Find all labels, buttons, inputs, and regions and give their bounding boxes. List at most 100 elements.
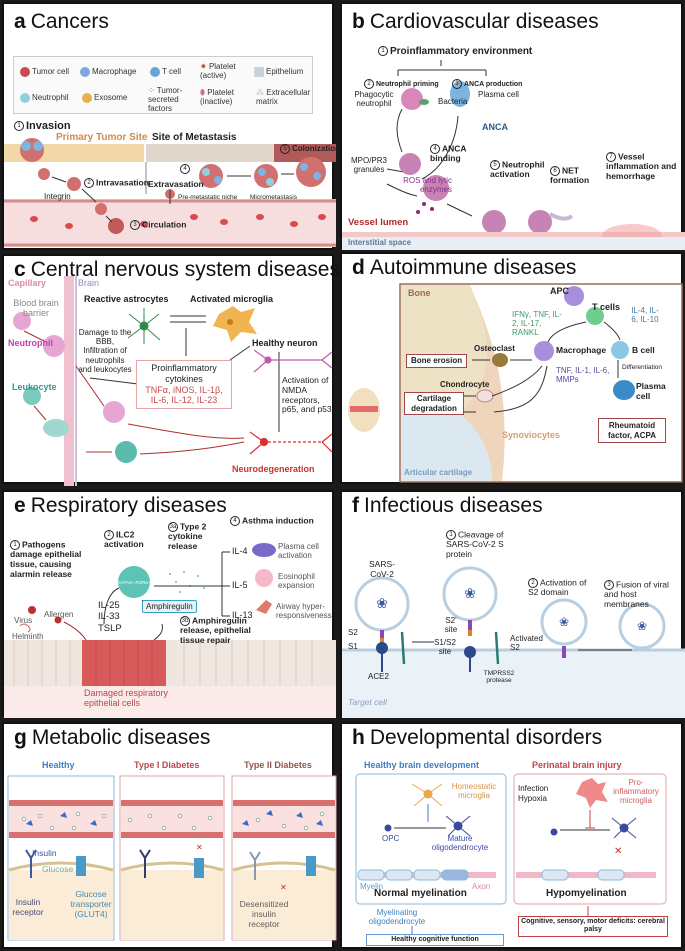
blocked-icon: ✕ [196,843,203,852]
infiltrated-neutrophil [103,401,125,423]
plasma-cell-label: Plasma cell [636,381,666,401]
proinflammatory-microglia [576,778,608,808]
legend-tumor-cell: Tumor cell [20,67,69,77]
macrophage-cell [534,341,554,361]
bacteria-label: Bacteria [438,97,468,106]
respiratory-illustration: GATA3+ RORα+ [4,543,336,718]
degenerating-neuron [249,431,333,455]
rheumatoid-factor-box: Rheumatoid factor, ACPA [598,418,666,444]
legend-macrophage: Macrophage [80,67,136,77]
legend-exosome: Exosome [82,93,127,103]
infiltrated-leukocyte [115,441,137,463]
cns-illustration [13,276,333,486]
osteoclast-label: Osteoclast [474,344,515,353]
opc-cell [384,824,392,832]
primary-tumor-site-label: Primary Tumor Site [56,132,148,143]
amphiregulin-box: Amphiregulin [142,600,197,614]
mpo-pr3-label: MPO/PR3 granules [350,156,387,175]
blood-vessel [4,199,336,247]
proinflammatory-microglia-label: Pro-inflammatory microglia [613,778,659,806]
articular-cartilage [401,414,492,481]
sars-cov2-label: SARS-CoV-2 [369,559,395,579]
red-blood-cells [30,214,326,229]
bbb-damage-label: Damage to the BBB, Infiltration of neutr… [78,328,132,374]
epithelium [4,640,336,686]
micrometastasis-label: Micrometastasis [250,194,297,201]
opc-label: OPC [382,834,400,843]
vessel-wall [342,232,685,237]
cancer-illustration [4,138,336,247]
cartilage-degradation-box: Cartilage degradation [404,392,464,416]
activation-label: Activation of NMDA receptors, p65, and p… [282,375,332,415]
allergen-icon [54,616,62,624]
activated-neutrophil [482,210,506,234]
joint-icon [348,388,380,432]
helminth-icon [19,623,31,633]
tumor-cell [38,168,50,180]
homeostatic-microglia-label: Homeostatic microglia [451,782,497,801]
epithelium-metastasis [146,144,274,162]
anca-label: ANCA [482,122,508,132]
blood-brain-barrier [64,276,74,486]
vessel-lumen-label: Vessel lumen [348,217,409,228]
platelet-active-icon: ✷ [200,62,207,71]
desensitized-receptor-icon [249,851,261,880]
bone-erosion-box: Bone erosion [406,354,468,368]
virus-icon [28,606,36,614]
anca-binding-neutrophil [423,175,449,201]
column-type2: Type II Diabetes [244,760,312,770]
healthy-neuron-label: Healthy neuron [252,338,318,348]
plasma-cell-label: Plasma cell [478,90,519,99]
legend-neutrophil: Neutrophil [20,93,68,103]
injury-outcome-box: Cognitive, sensory, motor deficits: cere… [518,916,668,937]
step-4-marker: 4 [180,164,192,174]
bacteria [419,99,429,105]
helminth-label: Helminth [12,632,44,641]
activated-virion: ❀ [540,598,588,646]
type1-box: ✕ [119,775,225,941]
s1-s2-site-label: S1/S2 site [434,638,456,657]
healthy-box [7,775,115,941]
blocked-icon: ✕ [614,846,622,857]
target-cell-label: Target cell [348,697,387,707]
net-strands [549,212,574,221]
legend-t-cell: T cell [150,67,181,77]
eosinophil-expansion: Eosinophil expansion [278,572,315,591]
insulin-receptor-label: Insulin receptor [12,897,44,917]
macrophage-cytokines: TNF, IL-1, IL-6, MMPs [556,366,610,385]
tmprss2-protease [400,631,406,665]
cardiovascular-illustration [342,60,685,250]
synoviocytes-label: Synoviocytes [502,430,561,440]
synovium [460,286,505,481]
legend: Tumor cell Macrophage T cell ✷ Platelet … [13,56,313,114]
s1-label: S1 [348,642,358,651]
apc-cell [564,286,584,306]
t-cell [586,307,604,325]
osteoclast-cell [492,353,508,367]
cytokine-il4: IL-4 [232,546,248,556]
mature-oligodendrocyte-label: Mature oligodendrocyte [431,834,489,853]
activated-microglia [213,306,257,342]
column-healthy: Healthy [42,760,75,770]
glut4-label: Glucose transporter (GLUT4) [70,889,112,919]
healthy-outcome-box: Healthy cognitive function [366,934,504,947]
bone [401,285,487,414]
t-cells-label: T cells [592,302,621,312]
